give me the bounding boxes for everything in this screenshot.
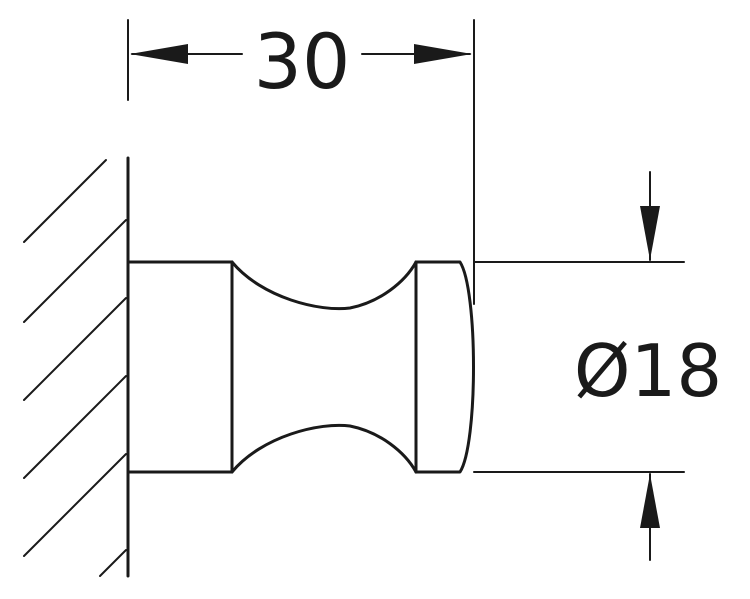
diameter-dimension-label: Ø18 <box>574 329 722 413</box>
wall-hatch <box>23 159 127 577</box>
length-dimension-label: 30 <box>254 17 351 106</box>
arrow-up-icon <box>640 474 660 528</box>
arrow-right-icon <box>414 44 472 64</box>
length-dimension <box>127 19 475 305</box>
diameter-dimension <box>473 171 685 561</box>
arrow-left-icon <box>130 44 188 64</box>
arrow-down-icon <box>640 206 660 260</box>
knob-body <box>126 260 475 474</box>
